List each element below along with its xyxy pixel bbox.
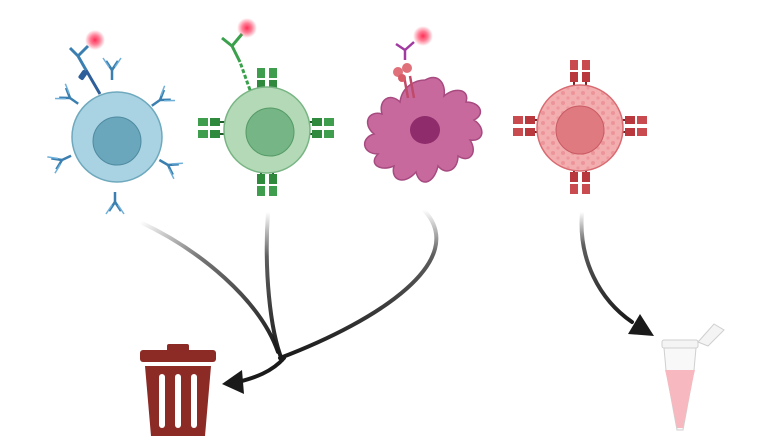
- cell-blue: [46, 30, 185, 216]
- cell-red-nucleus: [555, 105, 605, 155]
- cell-dendritic-nucleus: [410, 116, 440, 144]
- arrowhead-tube: [628, 314, 654, 336]
- discard-arrows: [138, 208, 439, 394]
- arrow-merged-to-trash: [236, 356, 286, 384]
- fluorescent-marker-icon: [413, 26, 433, 46]
- cell-red: [512, 59, 648, 195]
- collect-arrow: [579, 210, 654, 336]
- fluorescent-marker-icon: [237, 18, 257, 38]
- microcentrifuge-tube-icon: [661, 323, 725, 431]
- arrow-green-to-trash: [264, 210, 284, 362]
- cell-dendritic-bound-antibody: [393, 26, 433, 99]
- arrowhead-trash: [222, 370, 244, 394]
- cell-blue-bound-antibody: [68, 30, 105, 95]
- cell-green-bound-antibody: [221, 18, 257, 91]
- trash-bin-icon: [140, 344, 216, 436]
- fluorescent-marker-icon: [85, 30, 105, 50]
- cell-green-nucleus: [245, 107, 295, 157]
- arrow-red-to-tube: [579, 210, 634, 324]
- cell-blue-nucleus: [92, 116, 142, 166]
- cell-dendritic: [364, 26, 483, 183]
- arrow-blue-to-trash: [138, 220, 280, 354]
- cell-green: [197, 18, 335, 197]
- arrow-dendritic-to-trash: [278, 208, 439, 360]
